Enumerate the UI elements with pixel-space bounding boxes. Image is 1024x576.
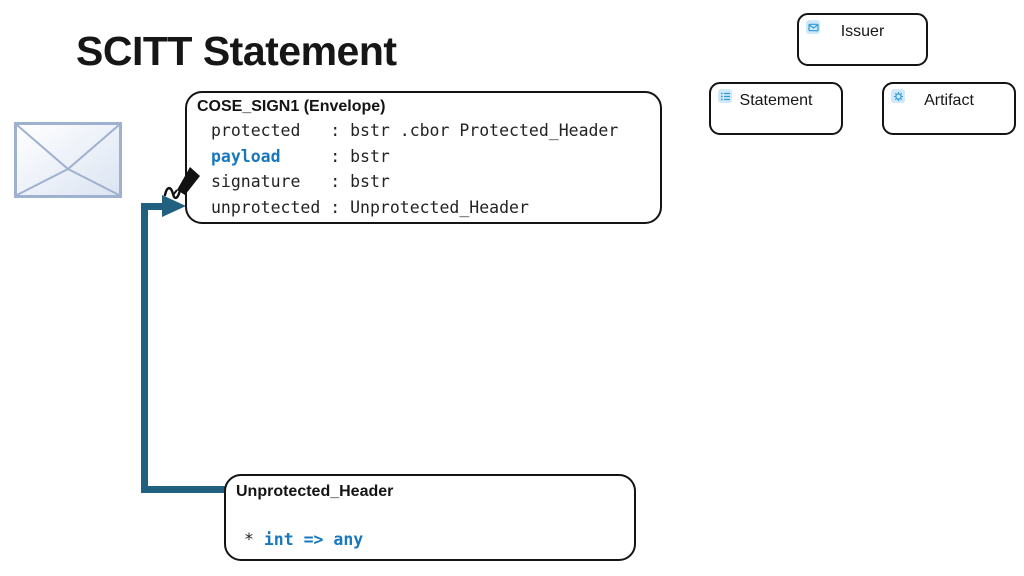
connector-bottom-line [141, 486, 225, 493]
field-unprotected: unprotected [211, 197, 331, 217]
cose-sign1-envelope-box: COSE_SIGN1 (Envelope) protected : bstr .… [185, 91, 662, 224]
entry-star: * [244, 530, 264, 549]
field-protected-type: : bstr .cbor Protected_Header [330, 121, 619, 140]
cose-schema-code: protected : bstr .cbor Protected_Header … [197, 118, 650, 220]
unprotected-box-title: Unprotected_Header [236, 483, 394, 500]
issuer-label: Issuer [840, 23, 885, 40]
field-payload-type: : bstr [330, 146, 390, 166]
statement-box: Statement [709, 82, 843, 135]
mail-badge-icon [806, 20, 820, 34]
envelope-icon [14, 122, 122, 198]
envelope-icon-svg [14, 122, 122, 198]
field-signature: signature [211, 172, 331, 191]
connector-arrowhead [162, 195, 186, 217]
unprotected-header-box: Unprotected_Header * int => any [224, 474, 636, 561]
statement-label: Statement [739, 92, 813, 109]
gear-icon [891, 89, 905, 103]
unprotected-entry: * int => any [236, 530, 624, 549]
field-unprotected-type: : Unprotected_Header [330, 197, 529, 217]
entry-int-any: int => any [263, 530, 364, 549]
page-title: SCITT Statement [76, 28, 397, 74]
list-icon [718, 89, 732, 103]
connector-top-line [148, 203, 165, 210]
artifact-box: Artifact [882, 82, 1016, 135]
artifact-label: Artifact [924, 92, 974, 109]
issuer-box: Issuer [797, 13, 928, 66]
connector-vertical-line [141, 203, 148, 493]
signature-pen-icon [162, 158, 208, 204]
field-payload: payload [211, 146, 331, 166]
field-signature-type: : bstr [330, 172, 390, 191]
cose-box-title: COSE_SIGN1 (Envelope) [197, 98, 386, 115]
field-protected: protected [211, 121, 331, 140]
